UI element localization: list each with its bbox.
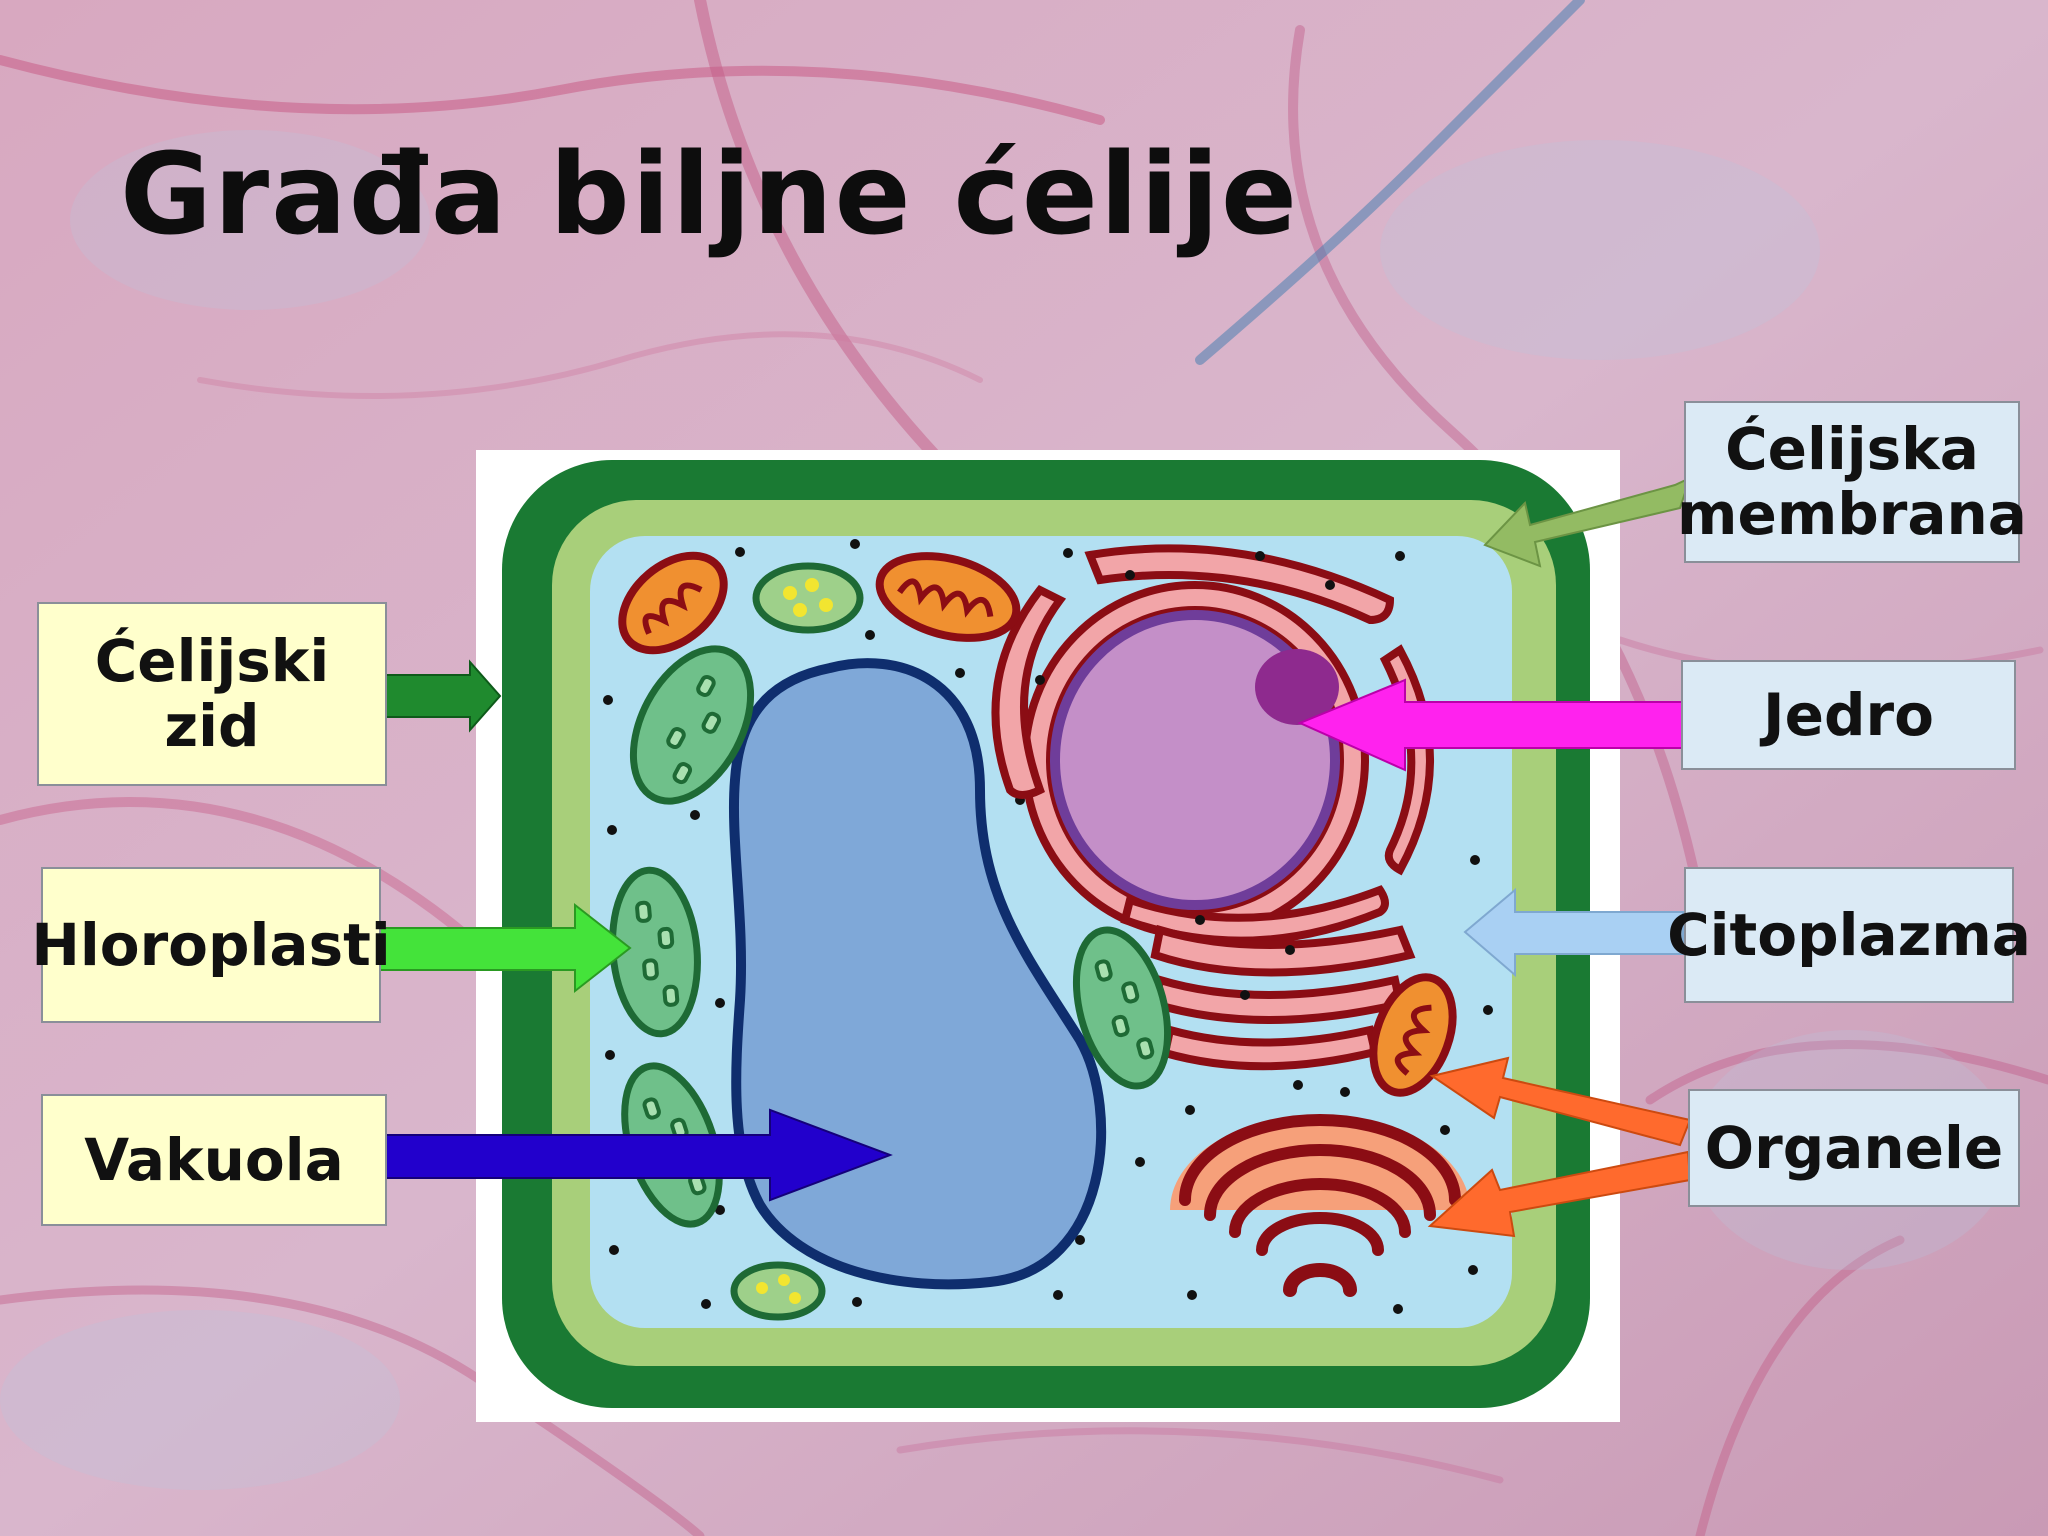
label-chloroplasts: Hloroplasti (31, 867, 391, 1023)
label-cell-membrane-line2: membrana (1677, 480, 2027, 548)
plastid (752, 562, 864, 634)
chloroplast (609, 866, 701, 1038)
label-cell-wall: Ćelijski zid (37, 602, 387, 786)
arrow-cell-membrane (1483, 476, 1692, 568)
arrow-organelles-mitochondrion (1429, 1056, 1692, 1147)
label-cell-membrane: Ćelijska membrana (1677, 401, 2027, 563)
mitochondrion (875, 552, 1021, 642)
mitochondrion (618, 551, 728, 655)
mitochondrion (1369, 973, 1457, 1097)
arrow-chloroplasts (379, 902, 632, 994)
arrow-cytoplasm (1463, 887, 1684, 978)
label-nucleus: Jedro (1681, 660, 2016, 770)
label-chloroplasts-text: Hloroplasti (31, 910, 391, 979)
label-nucleus-text: Jedro (1763, 680, 1934, 749)
page-title: Građa biljne ćelije (120, 130, 1299, 260)
plastid (730, 1261, 826, 1321)
label-vacuole-text: Vakuola (84, 1125, 344, 1194)
chloroplast (1072, 926, 1172, 1090)
label-vacuole: Vakuola (41, 1094, 387, 1226)
label-organelles: Organele (1688, 1089, 2020, 1207)
chloroplast (629, 645, 755, 805)
arrow-vacuole (385, 1108, 893, 1202)
nucleolus (1255, 649, 1339, 725)
arrow-cell-wall (384, 659, 502, 733)
golgi-apparatus (1170, 1114, 1470, 1297)
label-organelles-text: Organele (1704, 1113, 2004, 1182)
vacuole (728, 658, 1107, 1290)
arrow-nucleus (1297, 678, 1684, 772)
label-cytoplasm-text: Citoplazma (1667, 900, 2031, 969)
arrow-organelles-golgi (1427, 1150, 1692, 1238)
label-cell-membrane-line1: Ćelijska (1725, 415, 1979, 484)
label-cell-wall-text: Ćelijski zid (94, 627, 330, 760)
label-cytoplasm: Citoplazma (1667, 867, 2031, 1003)
